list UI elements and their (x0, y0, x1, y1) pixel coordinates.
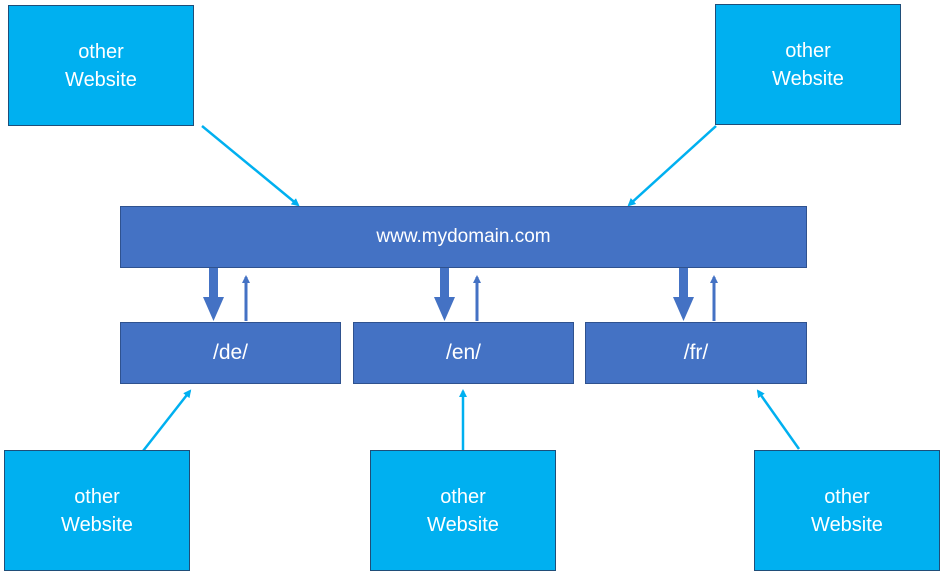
arrow-ext-bottom-left-to-de (142, 389, 192, 452)
main-domain-label: www.mydomain.com (376, 226, 551, 247)
external-website-label-line2: Website (811, 513, 883, 536)
external-website-bottom-middle: other Website (370, 450, 556, 571)
external-website-bottom-right: other Website (754, 450, 940, 571)
arrow-ext-top-left-to-main (201, 125, 300, 207)
arrow-ext-top-right-to-main (627, 125, 717, 207)
language-node-de: /de/ (120, 322, 341, 384)
external-website-bottom-left: other Website (4, 450, 190, 571)
external-website-label-line1: other (440, 485, 486, 508)
arrow-main-to-de (203, 268, 224, 321)
arrow-ext-bottom-right-to-fr (756, 389, 801, 450)
external-website-label-line1: other (785, 39, 831, 62)
language-node-fr: /fr/ (585, 322, 807, 384)
external-website-label-line1: other (824, 485, 870, 508)
language-node-en: /en/ (353, 322, 574, 384)
arrow-main-to-fr (673, 268, 694, 321)
language-node-label: /fr/ (683, 341, 709, 364)
external-website-label-line2: Website (61, 513, 133, 536)
arrow-main-to-en (434, 268, 455, 321)
external-website-top-right: other Website (715, 4, 901, 125)
language-node-label: /de/ (212, 341, 249, 364)
external-website-top-left: other Website (8, 5, 194, 126)
external-website-label-line1: other (74, 485, 120, 508)
external-website-label-line2: Website (65, 68, 137, 91)
language-node-label: /en/ (445, 341, 482, 364)
external-website-label-line2: Website (427, 513, 499, 536)
external-website-label-line1: other (78, 40, 124, 63)
main-domain-node: www.mydomain.com (120, 206, 807, 268)
external-website-label-line2: Website (772, 67, 844, 90)
